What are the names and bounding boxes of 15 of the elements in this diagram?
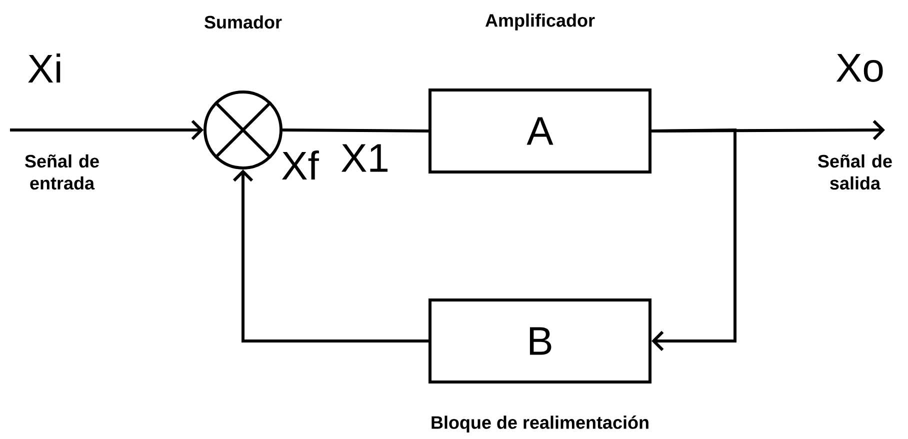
block-caption: Bloque de realimentación [432, 416, 648, 432]
arrow [232, 170, 428, 342]
signal-caption: Señal de salida [818, 154, 892, 190]
summing-junction [204, 90, 282, 170]
signal-label: Xi [28, 54, 60, 82]
signal-label: Xo [836, 54, 883, 82]
arrow [10, 120, 204, 140]
block-box: A [428, 88, 652, 174]
arrow [651, 128, 736, 352]
signal-label: Xf [282, 150, 319, 180]
signal-label: X1 [341, 144, 388, 172]
block-caption: Amplificador [485, 14, 595, 30]
block-box: B [428, 298, 652, 384]
signal-caption: Señal de entrada [25, 154, 99, 190]
block-caption: Sumador [204, 15, 282, 29]
